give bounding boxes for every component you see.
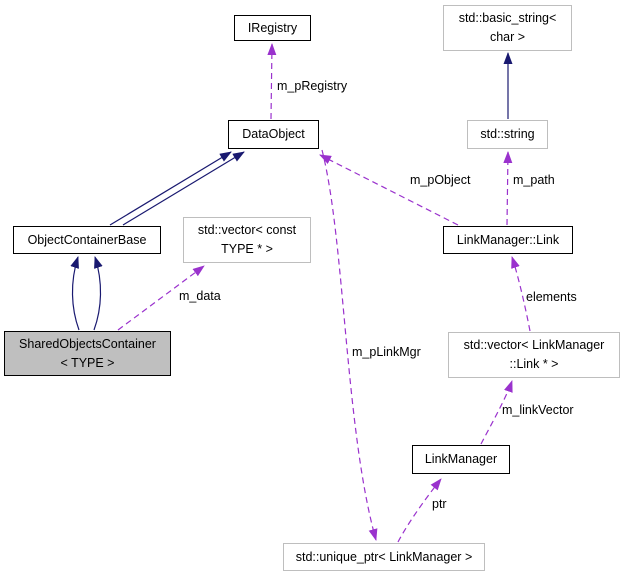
node-dataobject[interactable]: DataObject <box>228 120 319 149</box>
node-label: std::vector< LinkManager <box>463 338 605 352</box>
edge-usage-ptr <box>397 478 442 543</box>
edge-inherit-objectcontainerbase-to-dataobject-1 <box>109 151 232 226</box>
edge-label-m-linkvector: m_linkVector <box>502 403 574 417</box>
node-std-vector-linkmanager-link: std::vector< LinkManager ::Link * > <box>448 332 620 378</box>
edge-inherit-sharedobjectscontainer-to-objectcontainerbase-1 <box>70 256 80 331</box>
node-label: ObjectContainerBase <box>27 232 147 247</box>
node-label: SharedObjectsContainer <box>19 336 156 351</box>
node-sharedobjectscontainer-current: SharedObjectsContainer < TYPE > <box>4 331 171 376</box>
node-label: LinkManager <box>424 452 498 466</box>
edge-label-m-data: m_data <box>179 289 221 303</box>
edge-label-elements: elements <box>526 290 577 304</box>
node-label: ::Link * > <box>509 357 559 371</box>
node-label: std::basic_string< <box>458 11 557 25</box>
node-label: LinkManager::Link <box>456 232 560 247</box>
edge-label-m-pregistry: m_pRegistry <box>277 79 348 93</box>
edge-inherit-objectcontainerbase-to-dataobject-2 <box>122 151 245 226</box>
node-label: std::unique_ptr< LinkManager > <box>295 549 473 564</box>
edge-usage-m-plinkmgr <box>321 149 378 541</box>
node-linkmanager-link[interactable]: LinkManager::Link <box>443 226 573 254</box>
node-std-string: std::string <box>467 120 548 149</box>
node-std-vector-const-type: std::vector< const TYPE * > <box>183 217 311 263</box>
edge-usage-m-data <box>117 265 205 331</box>
node-label: IRegistry <box>247 20 298 35</box>
edge-usage-m-pregistry <box>267 43 277 120</box>
edge-label-m-path: m_path <box>513 173 555 187</box>
node-objectcontainerbase[interactable]: ObjectContainerBase <box>13 226 161 254</box>
edge-label-m-pobject: m_pObject <box>410 173 471 187</box>
edge-label-ptr: ptr <box>432 497 447 511</box>
edge-usage-elements <box>511 256 531 332</box>
node-std-basic-string: std::basic_string< char > <box>443 5 572 51</box>
node-label: char > <box>489 30 526 44</box>
edge-usage-m-path <box>503 151 513 226</box>
node-label: std::string <box>480 127 535 141</box>
node-linkmanager[interactable]: LinkManager <box>412 445 510 474</box>
node-iregistry[interactable]: IRegistry <box>234 15 311 41</box>
node-std-unique-ptr-linkmanager: std::unique_ptr< LinkManager > <box>283 543 485 571</box>
node-label: std::vector< const <box>197 223 297 237</box>
node-label: DataObject <box>242 127 305 141</box>
edge-usage-m-linkvector <box>480 380 513 445</box>
edge-usage-m-pobject <box>319 154 459 226</box>
edge-inherit-sharedobjectscontainer-to-objectcontainerbase-2 <box>93 256 103 331</box>
edge-label-m-plinkmgr: m_pLinkMgr <box>352 345 421 359</box>
node-label: TYPE * > <box>221 242 273 256</box>
node-label: < TYPE > <box>60 355 115 370</box>
